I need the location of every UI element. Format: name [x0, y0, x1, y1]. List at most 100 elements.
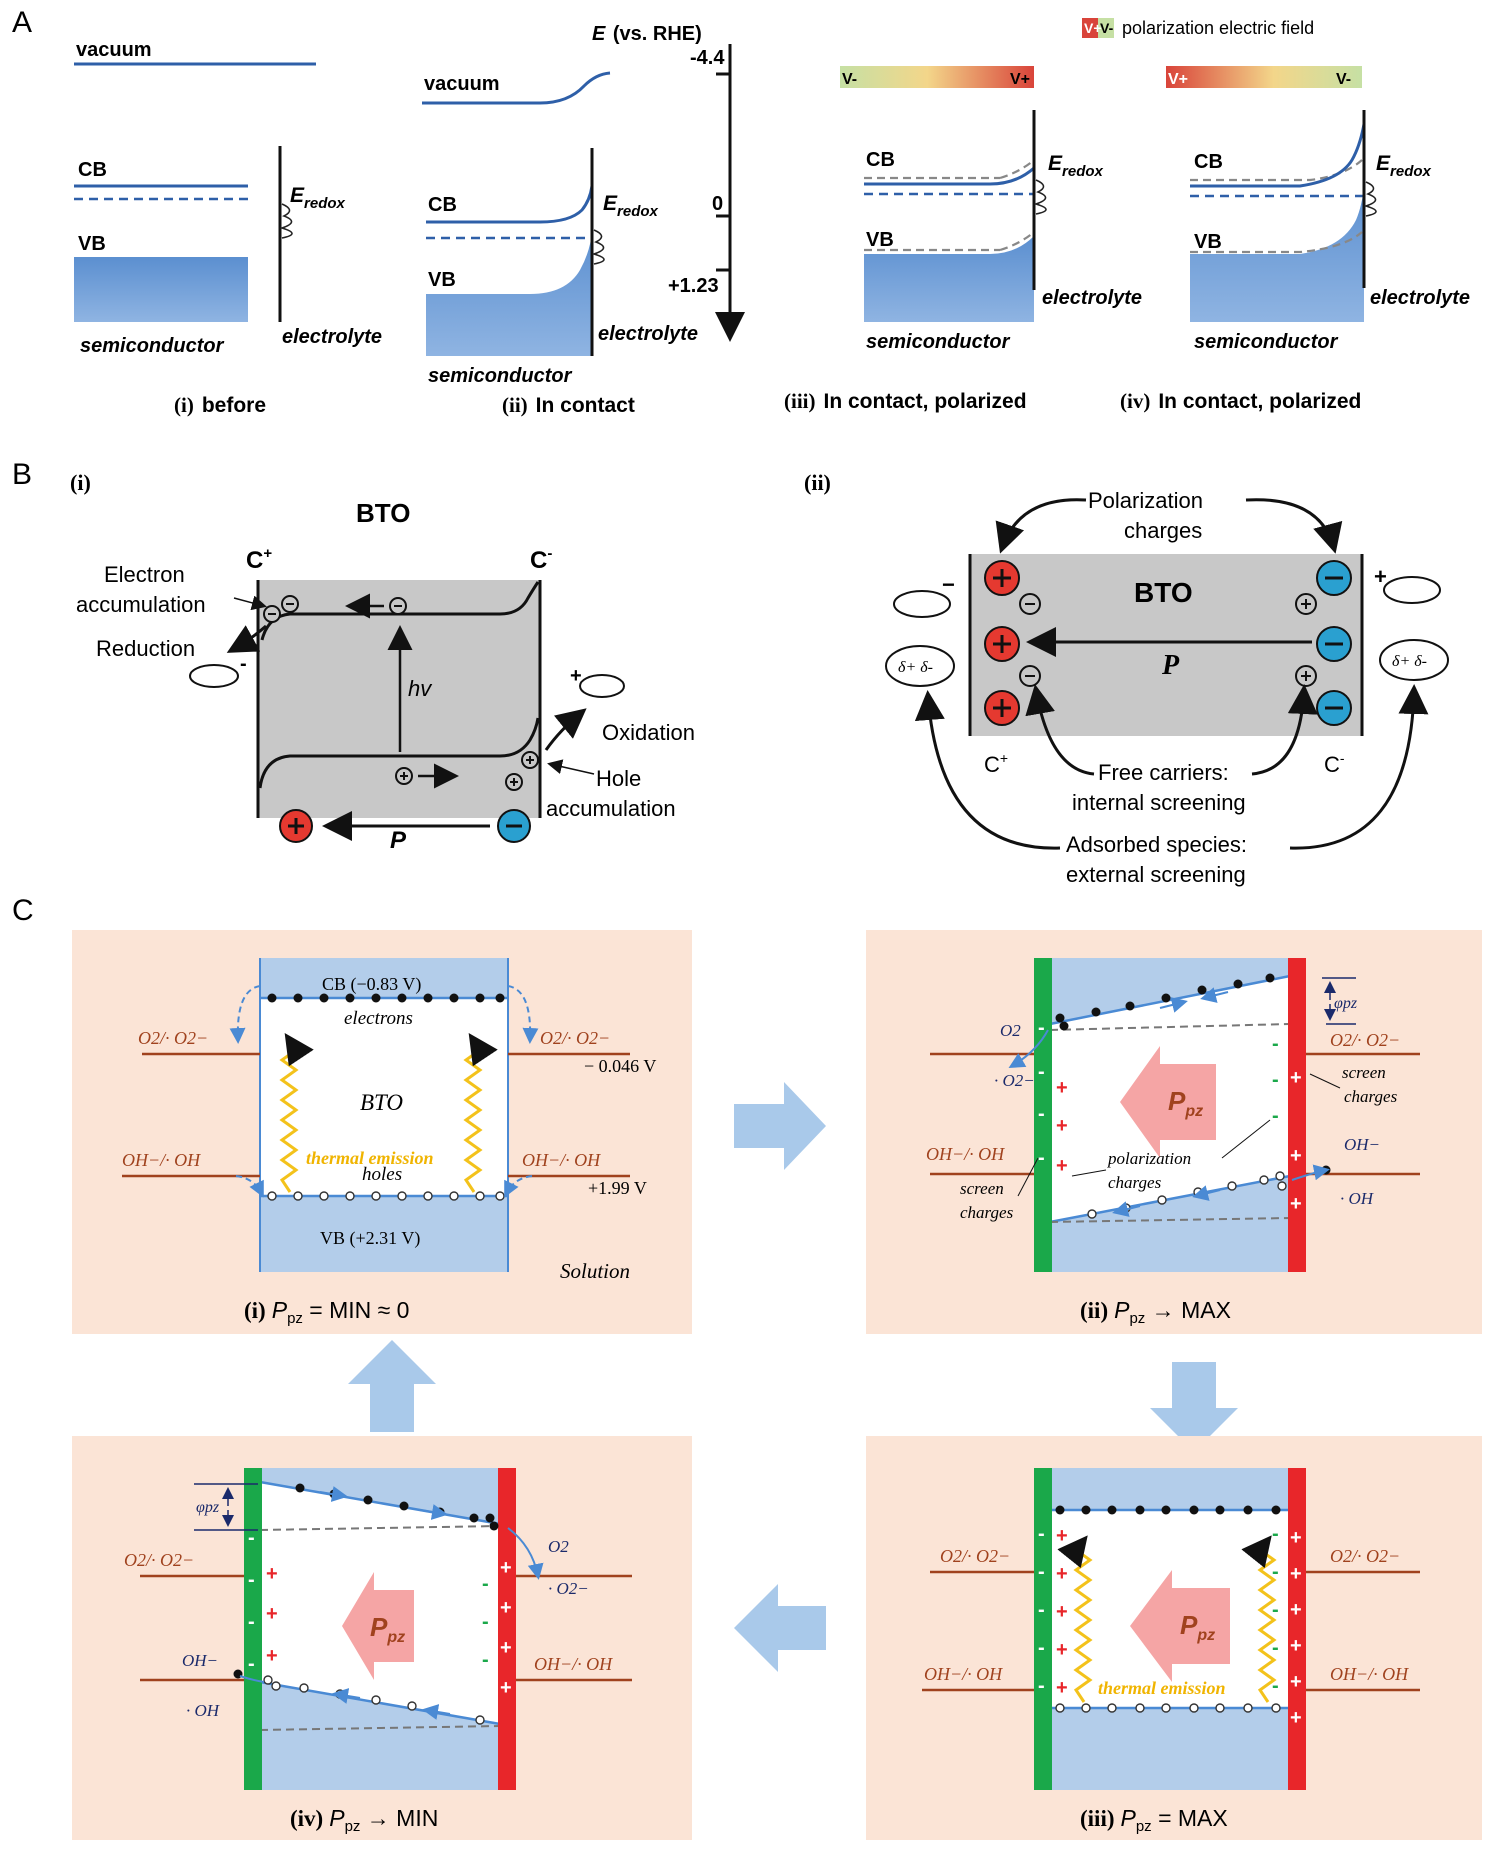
oh-couple-label: OH−/· OH [1330, 1664, 1409, 1684]
svg-text:+: + [1290, 1145, 1302, 1167]
svg-text:+: + [1290, 1193, 1302, 1215]
o2-radical-label: · O2− [548, 1579, 589, 1598]
svg-text:-: - [1272, 1033, 1279, 1055]
oh-radical-label: · OH [186, 1701, 221, 1720]
adsorbed-label-2: external screening [1066, 862, 1246, 887]
plus-sign: + [570, 665, 582, 687]
o2-potential-label: − 0.046 V [584, 1056, 656, 1076]
svg-text:-: - [1272, 1675, 1279, 1697]
caption-a-iii: (iii)In contact, polarized [784, 389, 1027, 413]
c-plus-label: C+ [246, 545, 272, 574]
svg-text:-: - [1038, 1147, 1045, 1169]
c-minus-label: C- [530, 545, 552, 574]
oxidation-label: Oxidation [602, 720, 695, 745]
caption-a-i: (i)before [174, 393, 266, 417]
polarization-charges-label-2: charges [1108, 1173, 1162, 1192]
minus-sign: - [240, 653, 247, 675]
oh-couple-label: OH−/· OH [122, 1150, 201, 1170]
svg-text:-: - [482, 1649, 489, 1671]
svg-text:+: + [500, 1557, 512, 1579]
free-carriers-label-1: Free carriers: [1098, 760, 1229, 785]
ppz-label: Ppz [370, 1612, 405, 1646]
svg-text:+: + [1290, 1599, 1302, 1621]
oh-couple-label: OH−/· OH [924, 1664, 1003, 1684]
semiconductor-label: semiconductor [80, 335, 225, 357]
svg-text:+: + [1056, 1677, 1068, 1699]
thermal-emission-label: thermal emission [306, 1148, 434, 1168]
oh-couple-label: OH−/· OH [926, 1144, 1005, 1164]
caption-c-iii: (iii)Ppz = MAX [1080, 1805, 1228, 1835]
p-label: P [1161, 650, 1180, 681]
cb-label: CB [78, 159, 107, 181]
oh-radical-label: · OH [1340, 1189, 1375, 1208]
panel-b-letter: B [12, 458, 32, 491]
panel-b-i: BTO C+ C- hv P Electron accumulation [76, 498, 695, 854]
hole-acc-label-1: Hole [596, 766, 641, 791]
caption-c-iv: (iv)Ppz → MIN [290, 1805, 438, 1835]
svg-text:+: + [500, 1677, 512, 1699]
ppz-label: Ppz [1168, 1086, 1203, 1120]
svg-text:-: - [1038, 1061, 1045, 1083]
svg-text:+: + [1056, 1563, 1068, 1585]
panel-c-ii: ---- +++ +++ --- Ppz O2/· O2− OH−/· OH φ… [866, 930, 1482, 1334]
svg-text:+: + [1290, 1067, 1302, 1089]
p-label: P [390, 827, 407, 854]
bto-label: BTO [360, 1090, 403, 1115]
svg-text:+: + [1056, 1525, 1068, 1547]
cb-label: CB [866, 149, 895, 171]
panel-a-letter: A [12, 6, 32, 39]
field-vplus: V+ [1010, 71, 1030, 88]
svg-text:-: - [1272, 1105, 1279, 1127]
svg-text:-: - [1272, 1599, 1279, 1621]
svg-text:-: - [1038, 1675, 1045, 1697]
svg-text:+: + [1290, 1671, 1302, 1693]
screen-charges-label-1: screen [1342, 1063, 1386, 1082]
o2-couple-label: O2/· O2− [940, 1546, 1010, 1566]
semiconductor-label: semiconductor [428, 365, 573, 387]
legend-text: polarization electric field [1122, 18, 1314, 38]
svg-text:-: - [248, 1569, 255, 1591]
svg-text:-: - [248, 1527, 255, 1549]
c-minus-label: C- [1324, 750, 1345, 777]
delta-label: δ+ δ- [898, 659, 933, 676]
pol-charges-label-2: charges [1124, 518, 1202, 543]
caption-c-i: (i)Ppz = MIN ≈ 0 [244, 1297, 409, 1327]
pol-charges-label-1: Polarization [1088, 488, 1203, 513]
svg-text:-: - [1038, 1017, 1045, 1039]
flow-arrow-left [734, 1584, 826, 1672]
panel-a-iii: V- V+ CB VB Eredox electrolyte semicondu… [784, 66, 1142, 413]
vb-label: VB [866, 229, 894, 251]
reduction-label: Reduction [96, 636, 195, 661]
panel-c-letter: C [12, 894, 34, 927]
svg-text:-: - [1038, 1523, 1045, 1545]
cb-label: CB (−0.83 V) [322, 974, 421, 995]
svg-text:-: - [1038, 1561, 1045, 1583]
o2-radical-label: · O2− [994, 1071, 1035, 1090]
vb-label: VB [1194, 231, 1222, 253]
caption-c-ii: (ii)Ppz → MAX [1080, 1297, 1231, 1327]
svg-text:+: + [1056, 1077, 1068, 1099]
axis-tick-label: -4.4 [690, 47, 725, 69]
adsorbed-label-1: Adsorbed species: [1066, 832, 1247, 857]
svg-text:-: - [1272, 1561, 1279, 1583]
e-redox-label: Eredox [1376, 152, 1432, 180]
e-redox-label: Eredox [1048, 152, 1104, 180]
phi-label: φpz [1334, 995, 1358, 1012]
svg-text:-: - [1272, 1069, 1279, 1091]
svg-text:-: - [1272, 1523, 1279, 1545]
thermal-emission-label: thermal emission [1098, 1678, 1226, 1698]
svg-text:+: + [266, 1603, 278, 1625]
caption-a-iv: (iv)In contact, polarized [1120, 389, 1361, 413]
svg-text:+: + [266, 1563, 278, 1585]
phi-label: φpz [196, 1499, 220, 1516]
svg-text:+: + [1056, 1601, 1068, 1623]
svg-text:+: + [1290, 1707, 1302, 1729]
svg-text:-: - [482, 1573, 489, 1595]
oh-couple-label: OH−/· OH [534, 1654, 613, 1674]
o2-couple-label: O2/· O2− [540, 1028, 610, 1048]
holes-label: holes [362, 1164, 402, 1185]
energy-axis-title: E (vs. RHE) [592, 23, 702, 45]
panel-a-i: vacuum CB VB semiconductor Eredox electr… [74, 39, 382, 417]
c-plus-label: C+ [984, 750, 1008, 777]
plus-sign: + [1374, 564, 1387, 589]
